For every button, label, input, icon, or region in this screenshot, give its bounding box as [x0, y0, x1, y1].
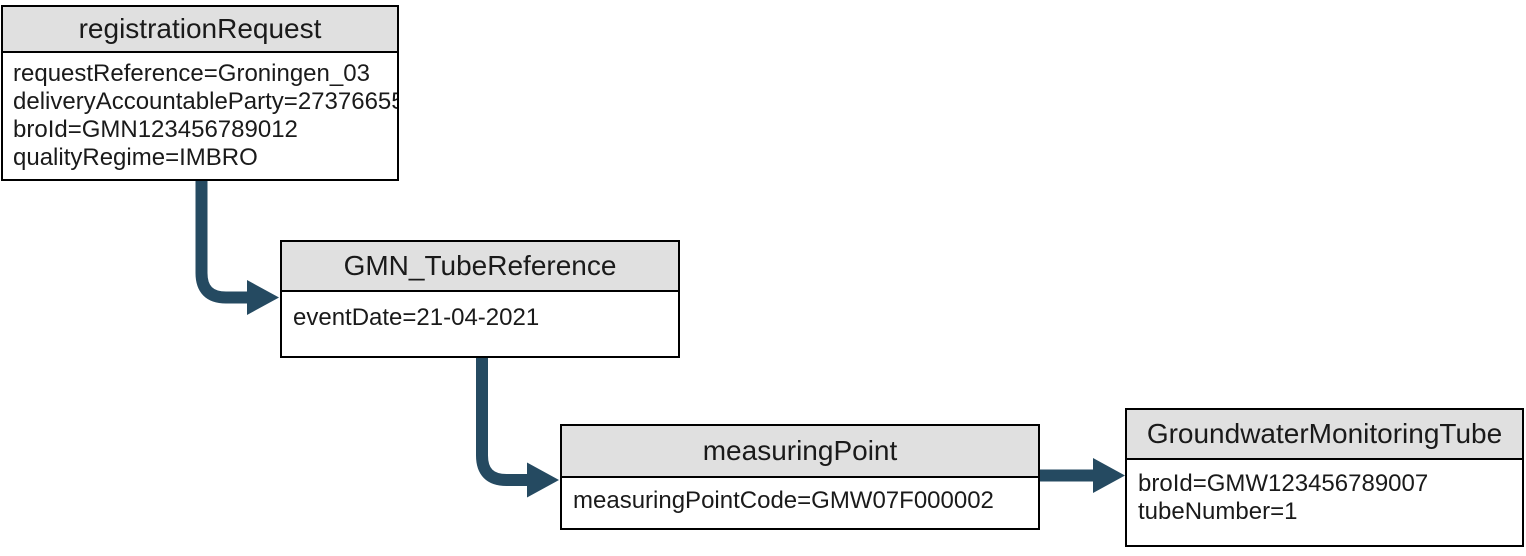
attribute-line: broId=GMN123456789012	[13, 116, 298, 143]
attribute-line: qualityRegime=IMBRO	[13, 144, 258, 171]
node-header: measuringPoint	[562, 426, 1038, 478]
arrow-measuring-point-to-monitoring-tube	[1040, 458, 1125, 493]
attribute-line: requestReference=Groningen_03	[13, 60, 370, 87]
attribute-line: eventDate=21-04-2021	[293, 304, 540, 331]
attribute-line: broId=GMW123456789007	[1138, 470, 1429, 497]
node-registration-request: registrationRequest requestReference=Gro…	[1, 5, 399, 181]
node-gmn-tube-reference: GMN_TubeReference eventDate=21-04-2021	[280, 240, 680, 358]
attribute-line: tubeNumber=1	[1138, 498, 1298, 525]
attribute-line: measuringPointCode=GMW07F000002	[573, 487, 994, 514]
arrowhead-icon	[1093, 458, 1125, 493]
node-body: measuringPointCode=GMW07F000002	[562, 478, 1038, 515]
attribute-line: deliveryAccountableParty=27376655	[13, 88, 397, 115]
node-header: registrationRequest	[3, 7, 397, 53]
node-header: GMN_TubeReference	[282, 242, 678, 292]
arrow-registration-to-tube-reference	[195, 181, 279, 315]
node-title: GroundwaterMonitoringTube	[1146, 418, 1503, 449]
node-header: GroundwaterMonitoringTube	[1127, 410, 1522, 460]
arrowhead-icon	[247, 280, 279, 315]
node-body: requestReference=Groningen_03 deliveryAc…	[3, 53, 397, 172]
node-body: broId=GMW123456789007 tubeNumber=1	[1127, 460, 1522, 526]
node-title: measuringPoint	[702, 435, 898, 466]
node-groundwater-monitoring-tube: GroundwaterMonitoringTube broId=GMW12345…	[1125, 408, 1524, 547]
node-title: GMN_TubeReference	[343, 250, 617, 281]
arrowhead-icon	[527, 462, 559, 498]
node-title: registrationRequest	[78, 13, 322, 44]
node-measuring-point: measuringPoint measuringPointCode=GMW07F…	[560, 424, 1040, 530]
node-body: eventDate=21-04-2021	[282, 292, 678, 332]
arrow-tube-reference-to-measuring-point	[476, 358, 559, 498]
